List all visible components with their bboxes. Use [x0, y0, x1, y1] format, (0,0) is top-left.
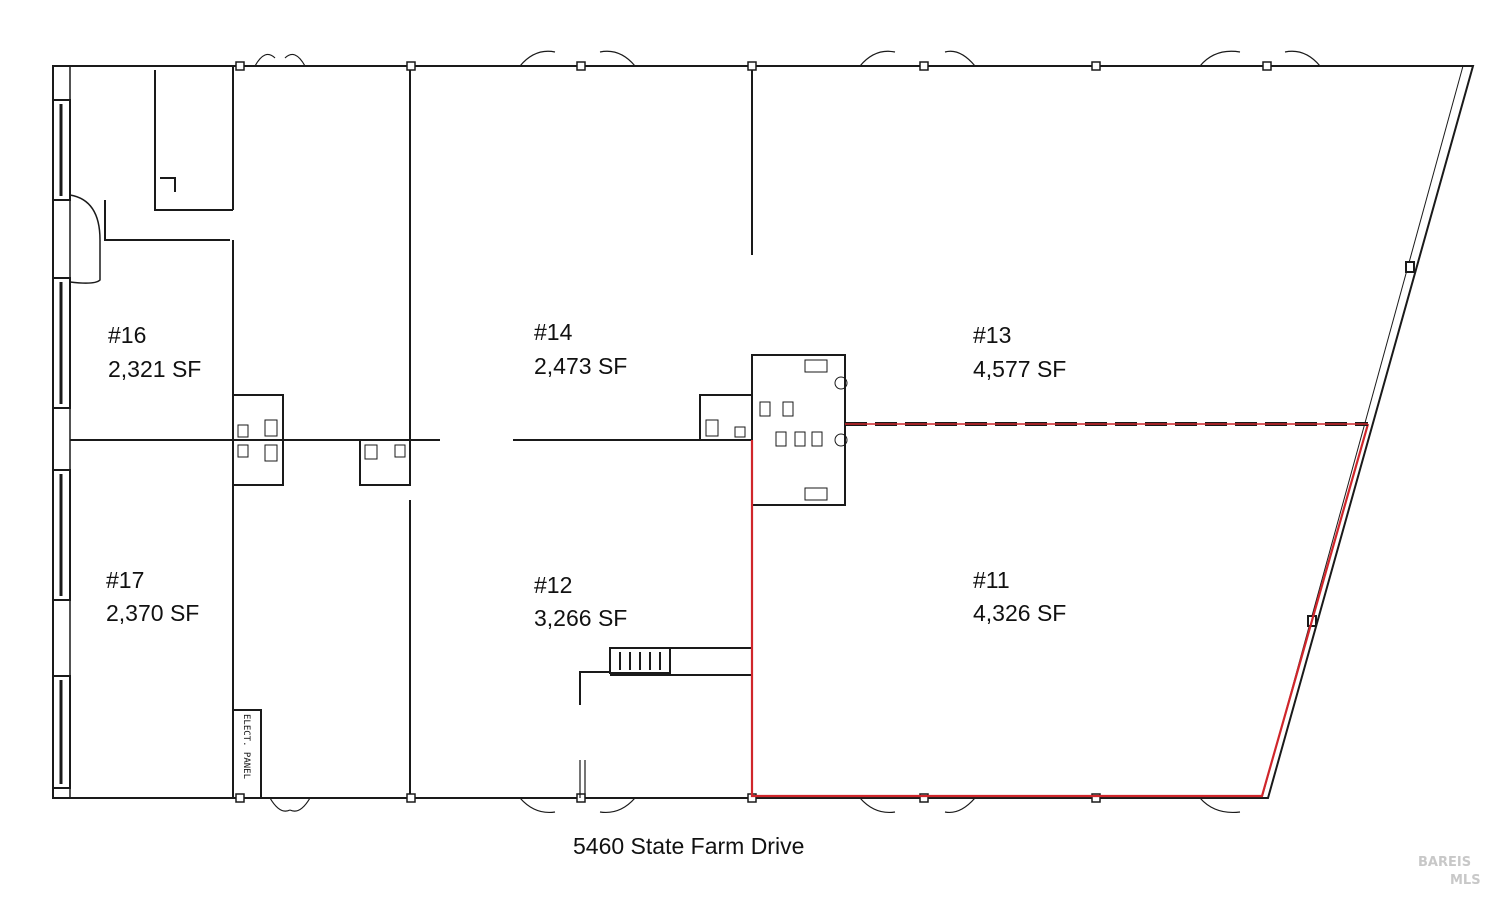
unit-13-area: 4,577 SF — [973, 356, 1066, 382]
unit-14-number: #14 — [534, 319, 573, 345]
electrical-panel-label: ELECT. PANEL — [241, 714, 251, 779]
address-caption: 5460 State Farm Drive — [573, 833, 804, 859]
unit-11-number: #11 — [973, 567, 1010, 593]
column-markers — [235, 61, 1272, 803]
restroom-fixtures — [237, 359, 848, 501]
unit-17-area: 2,370 SF — [106, 600, 199, 626]
mls-watermark: BAREIS MLS — [1418, 855, 1481, 888]
unit-11-area: 4,326 SF — [973, 600, 1066, 626]
outer-wall — [52, 65, 1475, 799]
unit-labels: #16 2,321 SF #17 2,370 SF #14 2,473 SF #… — [106, 319, 1066, 631]
unit-14-area: 2,473 SF — [534, 353, 627, 379]
unit-17-number: #17 — [106, 567, 144, 593]
watermark-line1: BAREIS — [1418, 855, 1471, 870]
unit-16-number: #16 — [108, 322, 146, 348]
unit-13-number: #13 — [973, 322, 1011, 348]
unit-12-number: #12 — [534, 572, 572, 598]
unit-16-area: 2,321 SF — [108, 356, 201, 382]
door-swings — [254, 50, 1321, 814]
watermark-line2: MLS — [1450, 873, 1481, 888]
unit-11-outline — [750, 422, 1370, 798]
unit-12-area: 3,266 SF — [534, 605, 627, 631]
building-walls — [52, 65, 1475, 799]
